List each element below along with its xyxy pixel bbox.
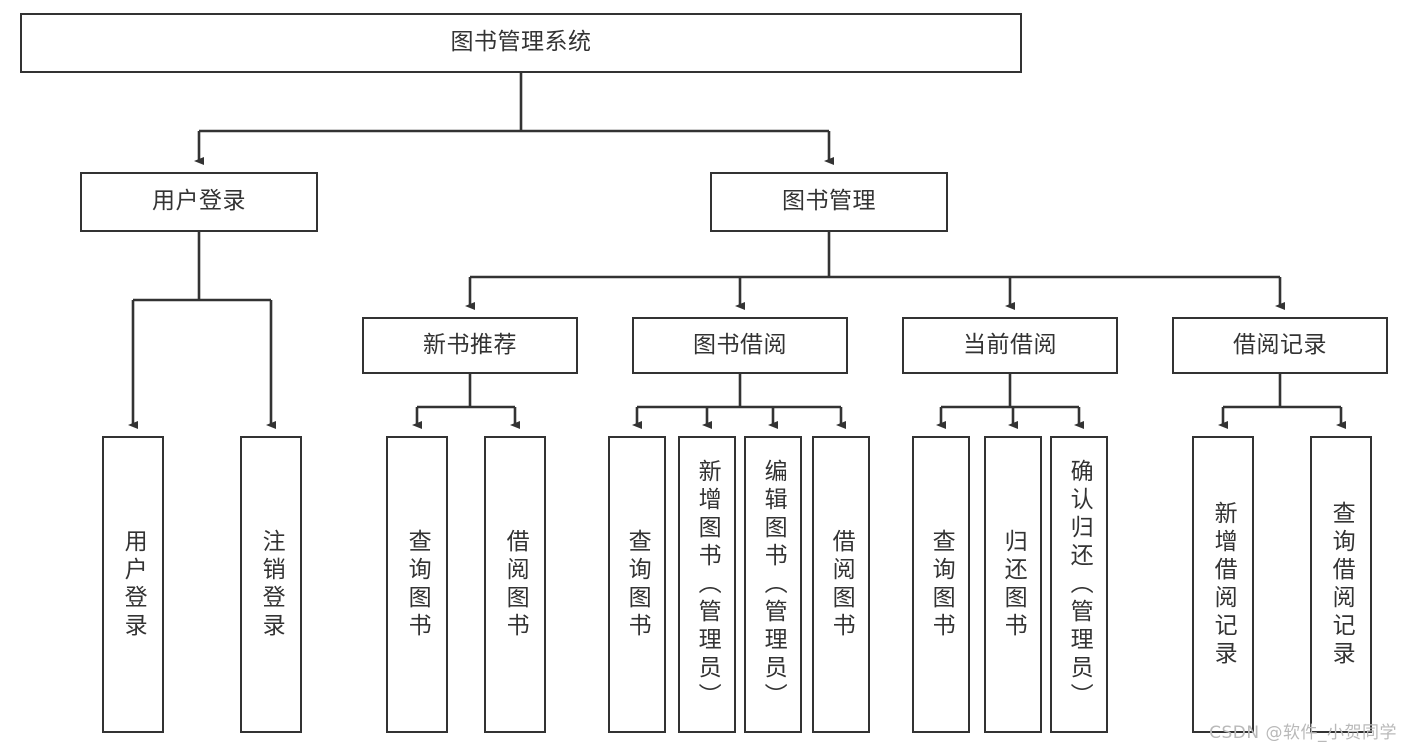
node-leaf-return-book[interactable]: 归还图书: [984, 436, 1042, 733]
node-current-borrow[interactable]: 当前借阅: [902, 317, 1118, 374]
node-leaf-query-book-2[interactable]: 查询图书: [608, 436, 666, 733]
node-leaf-logout[interactable]: 注销登录: [240, 436, 302, 733]
node-label: 图书管理系统: [450, 29, 592, 56]
node-leaf-add-record[interactable]: 新增借阅记录: [1192, 436, 1254, 733]
node-label: 用户登录: [120, 528, 147, 641]
node-leaf-query-book-3[interactable]: 查询图书: [912, 436, 970, 733]
node-label: 查询图书: [404, 528, 431, 641]
node-label: 借阅图书: [502, 528, 529, 641]
node-label: 借阅图书: [828, 528, 855, 641]
node-label: 图书借阅: [693, 331, 787, 358]
node-label: 查询图书: [928, 528, 955, 641]
node-leaf-user-login[interactable]: 用户登录: [102, 436, 164, 733]
node-label: 查询借阅记录: [1328, 500, 1355, 669]
node-label: 归还图书: [1000, 528, 1027, 641]
node-leaf-borrow-book-1[interactable]: 借阅图书: [484, 436, 546, 733]
node-leaf-add-book[interactable]: 新增图书（管理员）: [678, 436, 736, 733]
watermark: CSDN @软件_小贺同学: [1209, 723, 1397, 743]
node-root[interactable]: 图书管理系统: [20, 13, 1022, 73]
node-label: 当前借阅: [963, 331, 1057, 358]
node-label: 编辑图书（管理员）: [760, 458, 787, 711]
node-new-book-rec[interactable]: 新书推荐: [362, 317, 578, 374]
node-book-borrow[interactable]: 图书借阅: [632, 317, 848, 374]
node-label: 新增图书（管理员）: [694, 458, 721, 711]
node-label: 查询图书: [624, 528, 651, 641]
node-label: 确认归还（管理员）: [1066, 458, 1093, 711]
node-label: 新增借阅记录: [1210, 500, 1237, 669]
node-label: 注销登录: [258, 528, 285, 641]
node-leaf-query-book-1[interactable]: 查询图书: [386, 436, 448, 733]
node-book-manage[interactable]: 图书管理: [710, 172, 948, 232]
node-label: 用户登录: [152, 188, 246, 215]
node-borrow-record[interactable]: 借阅记录: [1172, 317, 1388, 374]
node-label: 借阅记录: [1233, 331, 1327, 358]
node-leaf-confirm-ret[interactable]: 确认归还（管理员）: [1050, 436, 1108, 733]
node-leaf-borrow-book-2[interactable]: 借阅图书: [812, 436, 870, 733]
node-leaf-edit-book[interactable]: 编辑图书（管理员）: [744, 436, 802, 733]
node-user-login[interactable]: 用户登录: [80, 172, 318, 232]
node-label: 新书推荐: [423, 331, 517, 358]
node-leaf-query-record[interactable]: 查询借阅记录: [1310, 436, 1372, 733]
node-label: 图书管理: [782, 188, 876, 215]
